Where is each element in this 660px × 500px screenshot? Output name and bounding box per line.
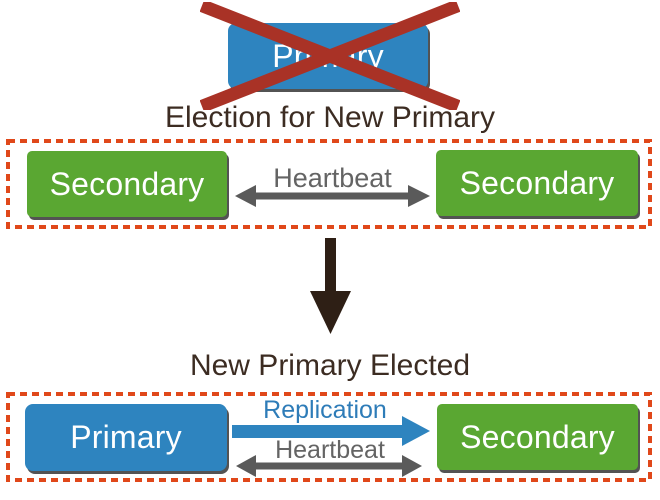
secondary-node-bottom: Secondary	[437, 404, 638, 470]
heartbeat-label-bottom: Heartbeat	[275, 436, 385, 464]
heartbeat-arrow-head-right	[408, 185, 430, 207]
heartbeat-arrow-head-left	[235, 185, 256, 207]
replication-label: Replication	[263, 396, 387, 424]
replication-arrow-shaft	[232, 425, 402, 438]
election-title: Election for New Primary	[164, 101, 496, 134]
secondary-node-right: Secondary	[436, 150, 638, 216]
cross-stroke-2	[200, 2, 460, 110]
secondary-node-bottom-label: Secondary	[460, 418, 615, 455]
transition-down-arrow-icon	[310, 238, 351, 334]
primary-node-label: Primary	[70, 419, 182, 455]
secondary-node-right-label: Secondary	[459, 164, 615, 201]
replication-arrow-head	[402, 416, 430, 446]
heartbeat-arrow-head-right-bottom	[402, 455, 422, 477]
down-arrow-head	[310, 291, 351, 334]
secondary-node-left: Secondary	[27, 151, 227, 217]
heartbeat-label-top: Heartbeat	[273, 163, 392, 193]
election-group-border	[6, 139, 652, 229]
failure-cross-icon	[200, 2, 460, 110]
primary-node: Primary	[25, 404, 227, 471]
heartbeat-arrow-icon-top	[235, 185, 430, 207]
election-group-border-rect	[6, 139, 652, 229]
heartbeat-arrow-icon-bottom	[236, 455, 422, 477]
elected-group-border	[6, 392, 652, 482]
secondary-node-left-label: Secondary	[49, 165, 205, 202]
down-arrow-shaft	[325, 238, 336, 293]
heartbeat-arrow-head-left-bottom	[236, 455, 256, 477]
replication-arrow-icon	[232, 416, 430, 446]
elected-group-border-rect	[6, 392, 652, 482]
elected-title: New Primary Elected	[189, 349, 471, 382]
